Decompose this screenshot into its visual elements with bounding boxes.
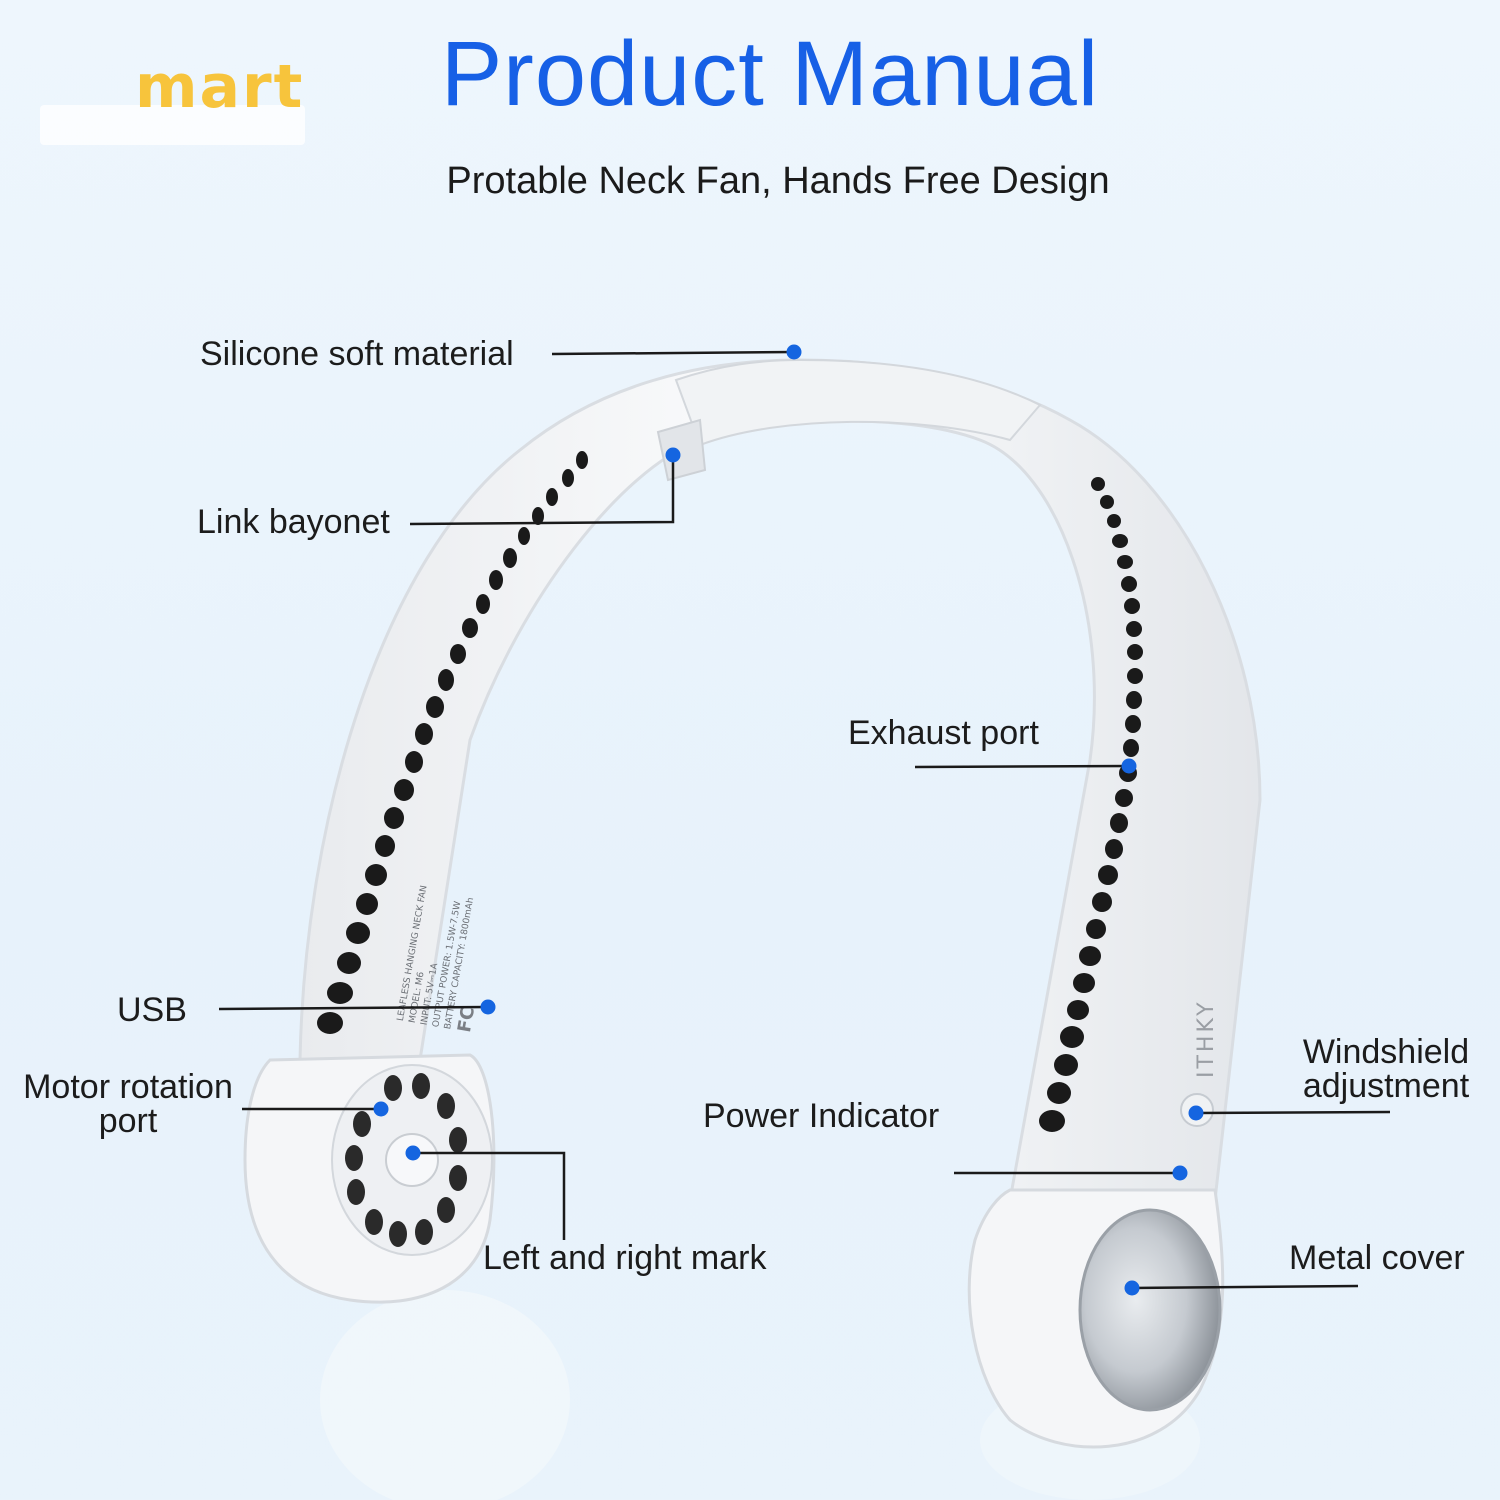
metal-cover bbox=[1078, 1208, 1222, 1412]
marker-left-right bbox=[405, 1145, 421, 1161]
logo-text: mart bbox=[135, 52, 305, 122]
page-subtitle: Protable Neck Fan, Hands Free Design bbox=[446, 160, 1110, 202]
vent-slots-left bbox=[317, 451, 588, 1034]
marker-usb bbox=[480, 999, 496, 1015]
label-silicone: Silicone soft material bbox=[200, 335, 514, 373]
leader-silicone bbox=[551, 350, 795, 356]
label-exhaust: Exhaust port bbox=[848, 714, 1039, 752]
label-windshield-line1: Windshield bbox=[1302, 1033, 1470, 1071]
leader-metal-cover bbox=[1131, 1284, 1359, 1290]
marker-exhaust bbox=[1121, 758, 1137, 774]
link-bayonet-joint bbox=[656, 418, 707, 482]
marker-metal-cover bbox=[1124, 1280, 1140, 1296]
label-link-bayonet: Link bayonet bbox=[197, 503, 390, 541]
leader-windshield bbox=[1195, 1110, 1391, 1115]
label-power: Power Indicator bbox=[703, 1097, 940, 1135]
marker-link-bayonet bbox=[665, 447, 681, 463]
marker-silicone bbox=[786, 344, 802, 360]
label-metal-cover: Metal cover bbox=[1289, 1239, 1465, 1277]
brand-logo: mart bbox=[40, 35, 310, 145]
marker-windshield bbox=[1188, 1105, 1204, 1121]
label-motor-rotation: Motor rotation port bbox=[15, 1070, 241, 1138]
page-title: Product Manual bbox=[440, 23, 1100, 125]
brand-mark: ITHKY bbox=[1194, 999, 1219, 1078]
leader-link-bayonet bbox=[409, 455, 675, 526]
label-left-right: Left and right mark bbox=[483, 1239, 767, 1277]
label-windshield-line2: adjustment bbox=[1302, 1067, 1470, 1105]
label-motor-line1: Motor rotation bbox=[23, 1068, 233, 1106]
vent-slots-right bbox=[1039, 477, 1143, 1132]
fcc-mark: FC bbox=[454, 1005, 479, 1034]
motor-port-holes bbox=[345, 1073, 467, 1247]
brand-mark-text: ITHKY bbox=[1194, 999, 1219, 1078]
leader-exhaust bbox=[914, 764, 1130, 769]
leader-lines bbox=[218, 350, 1391, 1290]
leader-usb bbox=[218, 1005, 489, 1011]
label-windshield: Windshield adjustment bbox=[1296, 1035, 1476, 1103]
marker-power bbox=[1172, 1165, 1188, 1181]
marker-motor bbox=[373, 1101, 389, 1117]
leader-left-right bbox=[413, 1151, 566, 1240]
label-usb: USB bbox=[117, 991, 187, 1029]
logo-backdrop bbox=[40, 105, 305, 145]
marker-dots bbox=[373, 344, 1204, 1296]
label-motor-line2: port bbox=[98, 1102, 158, 1140]
